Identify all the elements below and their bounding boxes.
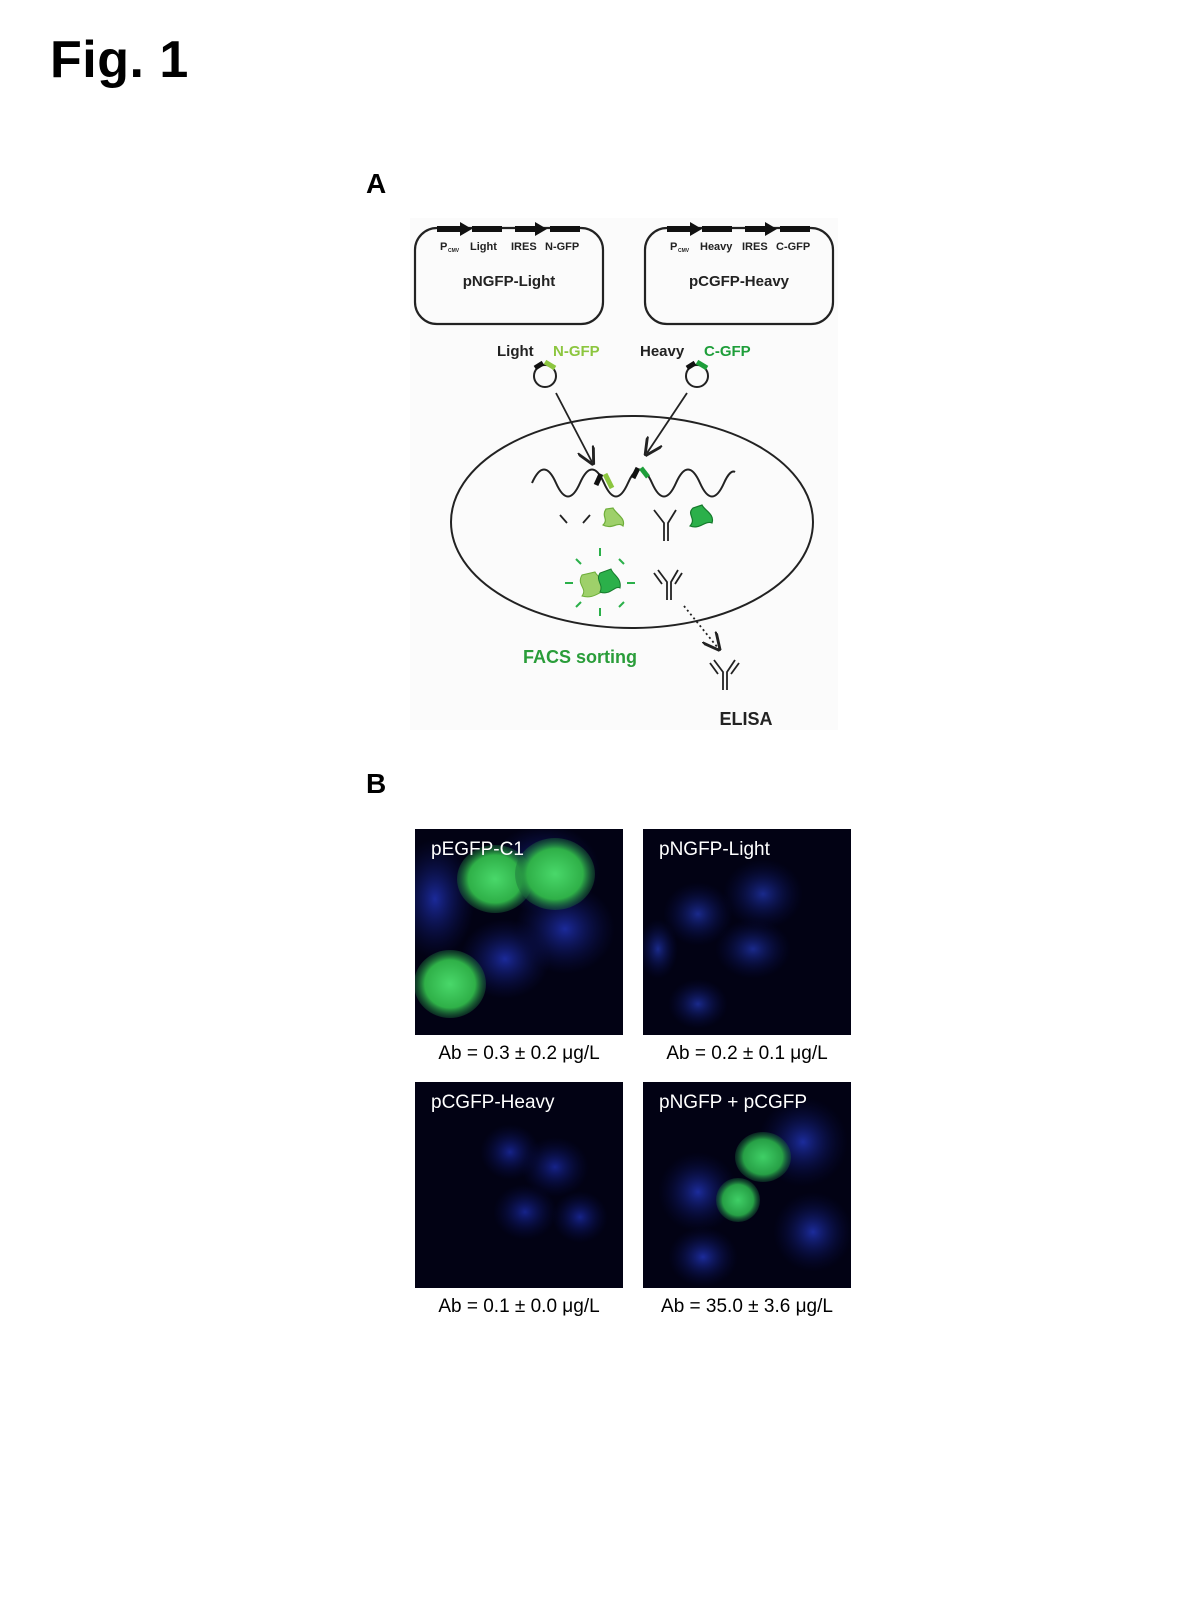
micrograph-pngfp-light: pNGFP-Light — [643, 829, 851, 1035]
plasmid-light: P CMV Light IRES N-GFP pNGFP-Light — [413, 222, 605, 326]
plasmid-heavy-ires-arrow — [765, 222, 777, 236]
cgfp-fragment-icon — [688, 504, 714, 528]
micrograph-label-4: pNGFP + pCGFP — [659, 1092, 808, 1113]
plasmid-heavy-element-3: C-GFP — [776, 241, 810, 253]
transfection-arrow-light — [555, 392, 592, 462]
facs-sorting-label: FACS sorting — [523, 647, 637, 667]
micrograph-pngfp-pcgfp: pNGFP + pCGFP — [643, 1082, 851, 1288]
caption-1: Ab = 0.3 ± 0.2 μg/L — [438, 1043, 600, 1064]
micrograph-pcgfp-heavy-image — [415, 1082, 623, 1288]
plasmid-light-outline — [413, 226, 605, 326]
micrograph-pegfp-c1: pEGFP-C1 — [415, 829, 623, 1035]
caption-4: Ab = 35.0 ± 3.6 μg/L — [661, 1296, 833, 1317]
figure-title: Fig. 1 — [50, 31, 189, 89]
plasmid-light-promoter-sub: CMV — [448, 248, 460, 254]
elisa-label: ELISA — [719, 709, 772, 729]
plasmid-light-gfp-segment — [550, 226, 580, 232]
fragment-light-tag: N-GFP — [553, 343, 600, 360]
panel-b-letter: B — [366, 768, 387, 799]
vector-light-icon — [533, 359, 557, 388]
transfection-arrow-heavy — [647, 392, 688, 453]
caption-3: Ab = 0.1 ± 0.0 μg/L — [438, 1296, 600, 1317]
reconstituted-gfp-icon — [579, 568, 621, 598]
fragment-light-label: Light — [497, 343, 534, 360]
fragment-heavy-label: Heavy — [640, 343, 685, 360]
plasmid-heavy-element-2: IRES — [742, 241, 768, 253]
plasmid-heavy-gene-segment — [702, 226, 732, 232]
plasmid-heavy-gfp-segment — [780, 226, 810, 232]
micrograph-pngfp-pcgfp-image — [643, 1082, 851, 1288]
micrograph-label-1: pEGFP-C1 — [431, 839, 524, 860]
ngfp-fragment-icon — [602, 507, 625, 528]
plasmid-light-element-3: N-GFP — [545, 241, 579, 253]
plasmid-heavy-name: pCGFP-Heavy — [689, 273, 790, 290]
plasmid-light-gene-segment — [472, 226, 502, 232]
cell-outline — [450, 415, 814, 629]
plasmid-light-element-1: Light — [470, 241, 497, 253]
mrna-light-marker — [593, 472, 604, 487]
micrograph-label-2: pNGFP-Light — [659, 839, 770, 860]
mrna-heavy-marker — [630, 466, 641, 480]
micrograph-pcgfp-heavy: pCGFP-Heavy — [415, 1082, 623, 1288]
vector-heavy-icon — [685, 359, 709, 388]
mrna-cgfp-marker — [639, 466, 650, 479]
panel-a-background — [410, 218, 838, 730]
micrograph-label-3: pCGFP-Heavy — [431, 1092, 555, 1113]
heavy-chain-icon — [653, 509, 677, 541]
micrograph-pegfp-c1-image — [415, 829, 623, 1035]
fluorescence-rays-icon — [565, 548, 635, 616]
panel-a-diagram: P CMV Light IRES N-GFP pNGFP-Light P CMV… — [413, 222, 835, 729]
plasmid-heavy-promoter: P — [670, 241, 677, 253]
fragment-heavy-tag: C-GFP — [704, 343, 751, 360]
plasmid-heavy-outline — [643, 226, 835, 326]
micrograph-pngfp-light-image — [643, 829, 851, 1035]
secretion-arrow — [683, 605, 718, 648]
antibody-icon-secreted — [709, 659, 740, 690]
plasmid-heavy: P CMV Heavy IRES C-GFP pCGFP-Heavy — [643, 222, 835, 326]
plasmid-light-element-2: IRES — [511, 241, 537, 253]
light-chain-products — [559, 514, 591, 524]
mrna-ngfp-marker — [602, 472, 615, 490]
antibody-icon-intracellular — [653, 569, 683, 600]
plasmid-heavy-promoter-sub: CMV — [678, 248, 690, 254]
panel-a-letter: A — [366, 168, 387, 199]
plasmid-light-name: pNGFP-Light — [463, 273, 555, 290]
plasmid-light-promoter: P — [440, 241, 447, 253]
plasmid-light-ires-arrow — [535, 222, 547, 236]
caption-2: Ab = 0.2 ± 0.1 μg/L — [666, 1043, 828, 1064]
plasmid-heavy-element-1: Heavy — [700, 241, 733, 253]
